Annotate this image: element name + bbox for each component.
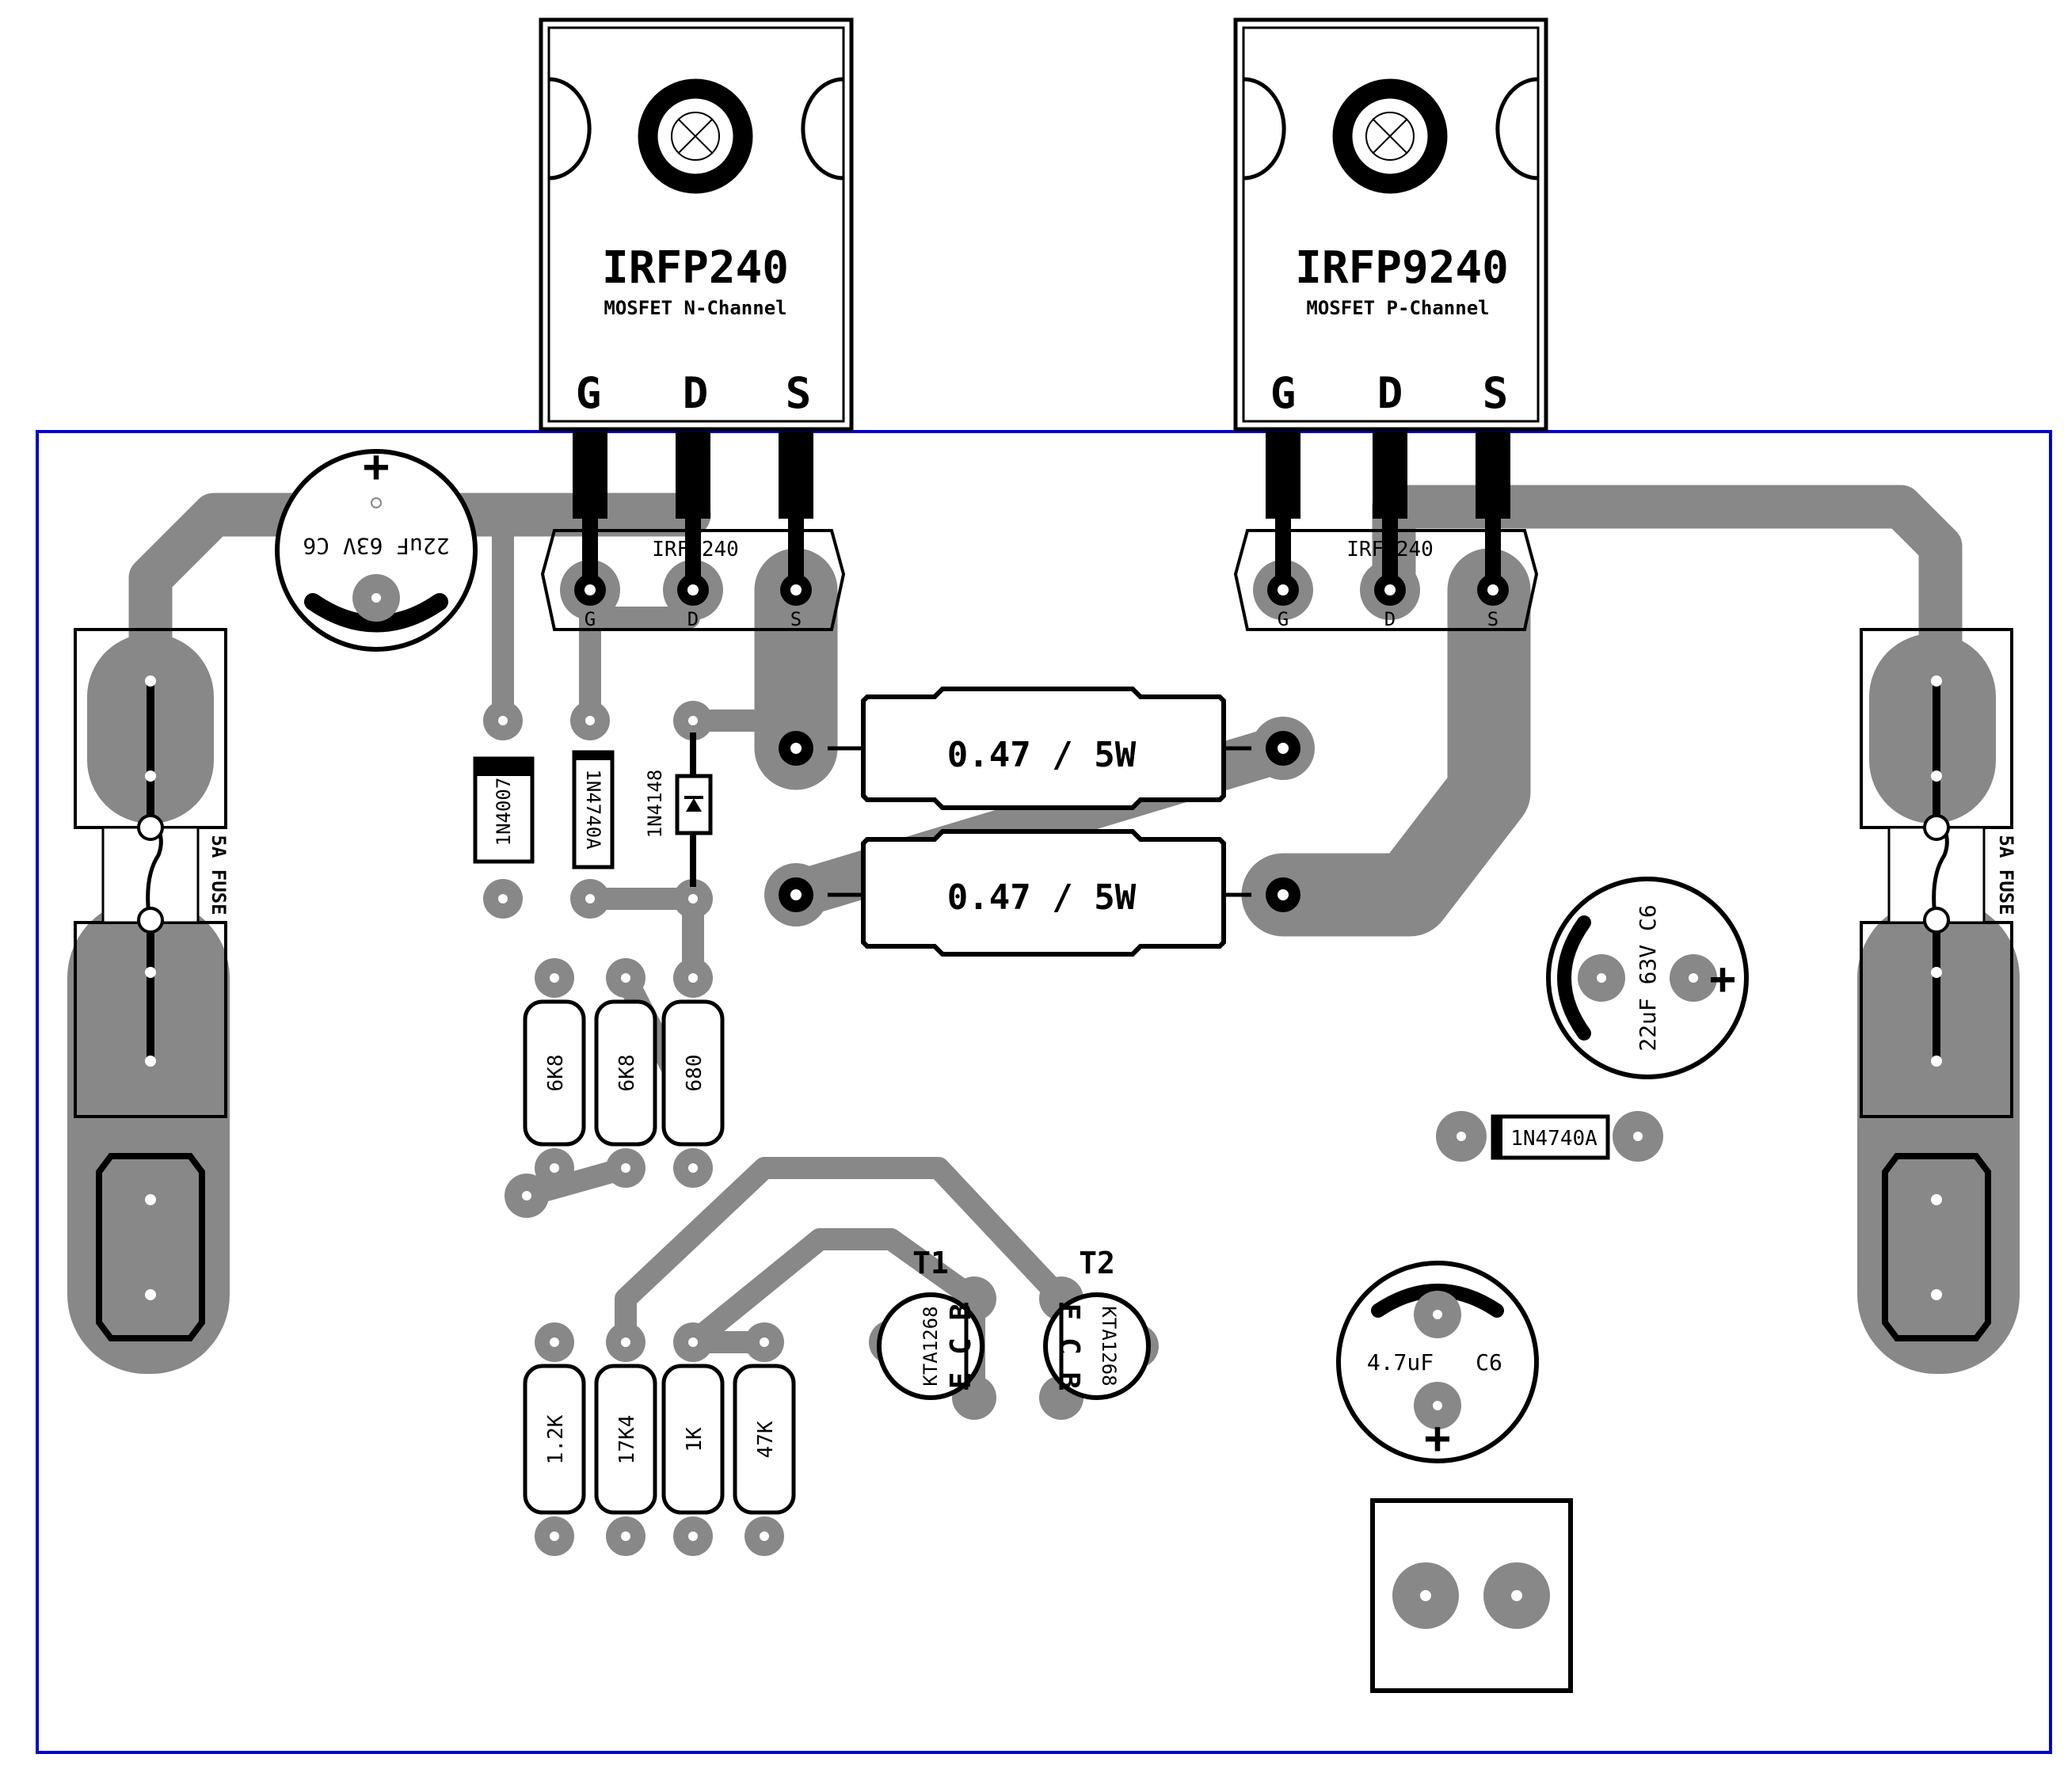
resistor-680: 680 — [661, 958, 725, 1188]
transistor-t1: T1 KTA1268 E C B — [869, 1246, 996, 1420]
svg-text:E C B: E C B — [945, 1303, 977, 1389]
svg-text:5A FUSE: 5A FUSE — [1995, 835, 2017, 915]
svg-text:KTA1268: KTA1268 — [920, 1306, 942, 1386]
svg-text:1.2K: 1.2K — [544, 1414, 568, 1464]
mosfet-n-footprint: IRFP240 G D S — [540, 432, 846, 631]
svg-text:+: + — [1709, 953, 1736, 1005]
svg-text:1N4007: 1N4007 — [493, 778, 515, 847]
resistor-17k4: 17K4 — [594, 1322, 657, 1556]
svg-text:E C B: E C B — [1053, 1303, 1085, 1389]
svg-text:22uF 63V C6: 22uF 63V C6 — [303, 533, 449, 559]
svg-text:C6: C6 — [1476, 1349, 1502, 1375]
svg-text:17K4: 17K4 — [615, 1415, 639, 1465]
svg-text:+: + — [363, 441, 390, 493]
pin-label-d: D — [1377, 368, 1403, 418]
svg-text:T1: T1 — [912, 1246, 949, 1280]
svg-text:KTA1268: KTA1268 — [1098, 1306, 1120, 1386]
mosfet-n-package: IRFP240 MOSFET N-Channel G D S — [539, 17, 854, 432]
capacitor-c6-right: + 22uF 63V C6 — [1546, 877, 1749, 1079]
svg-text:6K8: 6K8 — [615, 1055, 639, 1092]
resistor-47k: 47K — [733, 1322, 796, 1556]
svg-text:5A FUSE: 5A FUSE — [208, 835, 230, 915]
svg-text:0.47 / 5W: 0.47 / 5W — [947, 735, 1137, 775]
diode-1n4740a-right: 1N4740A — [1436, 1111, 1663, 1162]
svg-text:+: + — [1424, 1413, 1451, 1464]
svg-text:S: S — [790, 608, 802, 630]
resistor-1k: 1K — [661, 1322, 725, 1556]
fuse-holder-holes — [145, 675, 1942, 1067]
part-desc: MOSFET P-Channel — [1306, 297, 1489, 319]
svg-text:6K8: 6K8 — [544, 1055, 568, 1092]
pin-label-d: D — [683, 368, 709, 418]
mosfet-p-footprint: IRFP240 G D S — [1233, 432, 1539, 631]
svg-text:47K: 47K — [754, 1421, 778, 1458]
svg-text:4.7uF: 4.7uF — [1367, 1349, 1434, 1375]
diode-1n4740a-left: 1N4740A — [570, 701, 615, 919]
svg-text:G: G — [1278, 608, 1289, 630]
svg-text:T2: T2 — [1079, 1246, 1115, 1280]
mosfet-p-package: IRFP9240 MOSFET P-Channel G D S — [1233, 17, 1548, 432]
svg-text:D: D — [687, 608, 699, 630]
svg-text:1K: 1K — [683, 1427, 706, 1452]
svg-text:1N4740A: 1N4740A — [582, 769, 604, 850]
pin-label-s: S — [1483, 368, 1509, 418]
svg-text:1N4740A: 1N4740A — [1510, 1127, 1598, 1151]
svg-text:G: G — [585, 608, 596, 630]
resistor-6k8-b: 6K8 — [594, 958, 657, 1188]
part-label: IRFP9240 — [1295, 242, 1509, 294]
svg-text:S: S — [1487, 608, 1498, 630]
pin-label-g: G — [1270, 368, 1297, 418]
fuse-right: 5A FUSE — [1860, 628, 2017, 1341]
fuse-left: 5A FUSE — [74, 628, 230, 1341]
svg-text:D: D — [1384, 608, 1396, 630]
pin-label-g: G — [576, 368, 602, 418]
diode-1n4007: 1N4007 — [473, 701, 535, 919]
power-resistor-1: 0.47 / 5W — [764, 687, 1315, 810]
capacitor-c6-bottom: 4.7uF C6 + — [1336, 1261, 1539, 1464]
pin-label-s: S — [786, 368, 812, 418]
board-outline — [36, 430, 2052, 1754]
svg-text:1N4148: 1N4148 — [644, 770, 666, 839]
transistor-t2: T2 KTA1268 E C B — [1039, 1246, 1159, 1420]
resistor-6k8-a: 6K8 — [523, 958, 586, 1188]
svg-text:680: 680 — [683, 1055, 706, 1092]
output-connector — [1370, 1498, 1573, 1693]
power-resistor-2: 0.47 / 5W — [764, 829, 1315, 957]
part-label: IRFP240 — [602, 242, 789, 294]
resistor-1-2k: 1.2K — [523, 1322, 586, 1556]
svg-text:0.47 / 5W: 0.47 / 5W — [947, 877, 1137, 918]
capacitor-c6-top: + 22uF 63V C6 — [275, 441, 478, 652]
part-desc: MOSFET N-Channel — [604, 297, 786, 319]
diode-1n4148: 1N4148 — [644, 701, 713, 919]
svg-text:22uF 63V C6: 22uF 63V C6 — [1635, 904, 1661, 1051]
